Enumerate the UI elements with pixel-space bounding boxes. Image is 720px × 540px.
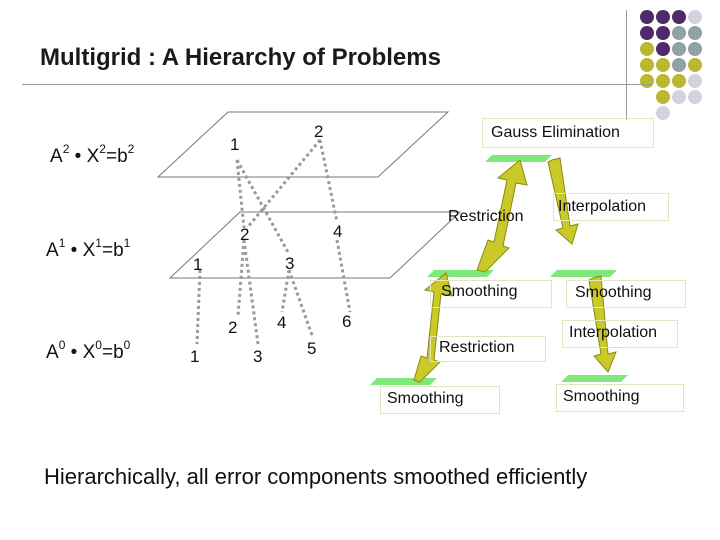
- arrow-restriction-lower: [413, 272, 453, 383]
- decorative-dot: [640, 58, 654, 72]
- grid-top-node-2: 2: [314, 122, 324, 141]
- decorative-dot: [656, 26, 670, 40]
- grid-top-node-1: 1: [230, 135, 240, 154]
- decorative-dot: [688, 26, 702, 40]
- grid-middle-node-4: 4: [333, 222, 343, 241]
- connector-mid1-bot1: [195, 269, 202, 345]
- equation-level-1: A1 • X1=b1: [46, 236, 131, 261]
- grid-middle-node-3: 3: [285, 254, 295, 273]
- grid-bottom-node-1: 1: [190, 347, 200, 366]
- connector-mid2-bot2: [236, 239, 246, 317]
- decorative-dot: [656, 10, 670, 24]
- decorative-dot: [640, 10, 654, 24]
- decorative-dot: [672, 58, 686, 72]
- decorative-dot: [672, 10, 686, 24]
- connector-top2-mid2: [245, 139, 322, 229]
- grid-plane-top: [156, 111, 450, 178]
- slide-title: Multigrid : A Hierarchy of Problems: [40, 44, 441, 71]
- decorative-dot: [688, 90, 702, 104]
- grid-bottom-node-3: 3: [253, 347, 263, 366]
- decorative-dot: [656, 42, 670, 56]
- connector-mid2-bot3: [242, 239, 260, 345]
- grid-middle-node-2: 2: [240, 225, 250, 244]
- decorative-dot: [656, 58, 670, 72]
- decorative-horizontal-line: [22, 84, 652, 85]
- connector-top2-mid4: [318, 139, 339, 223]
- equation-level-2: A2 • X2=b2: [50, 142, 135, 167]
- equation-level-0: A0 • X0=b0: [46, 338, 131, 363]
- grid-plane-middle: [168, 211, 462, 279]
- decorative-dot: [656, 106, 670, 120]
- connector-mid3-bot5: [287, 269, 315, 339]
- vcycle-arrows: [413, 157, 617, 383]
- grid-bottom-node-4: 4: [277, 313, 287, 332]
- arrow-restriction-upper: [476, 159, 528, 273]
- decorative-dot: [640, 26, 654, 40]
- label-interpolation-lower: Interpolation: [562, 320, 678, 348]
- label-smoothing-bottom-right: Smoothing: [556, 384, 684, 412]
- label-gauss-elimination: Gauss Elimination: [482, 118, 654, 148]
- grid-middle-node-1: 1: [193, 255, 203, 274]
- label-restriction-lower: Restriction: [430, 336, 546, 362]
- arrow-interpolation-lower: [588, 275, 617, 373]
- grid-bottom-node-6: 6: [342, 312, 352, 331]
- decorative-dot: [688, 74, 702, 88]
- label-smoothing-mid-left: Smoothing: [430, 280, 552, 308]
- grid-bottom-node-2: 2: [228, 318, 238, 337]
- decorative-dot: [688, 58, 702, 72]
- decorative-dot: [672, 90, 686, 104]
- label-restriction-upper: Restriction: [448, 208, 524, 225]
- plate-bottom-left: [370, 378, 437, 385]
- decorative-dot: [688, 42, 702, 56]
- decorative-dot: [672, 26, 686, 40]
- connector-top1-mid2: [235, 159, 246, 229]
- label-interpolation-upper: Interpolation: [553, 193, 669, 221]
- label-smoothing-bottom-left: Smoothing: [380, 386, 500, 414]
- connector-mid4-bot6: [335, 239, 352, 313]
- dotted-connectors: [195, 139, 352, 345]
- plate-mid-right: [550, 270, 617, 277]
- arrow-interpolation-upper: [547, 157, 579, 245]
- grid-bottom-node-5: 5: [307, 339, 317, 358]
- connector-mid3-bot4: [280, 269, 291, 313]
- caption: Hierarchically, all error components smo…: [44, 464, 588, 489]
- decorative-dot: [672, 42, 686, 56]
- decorative-dot: [688, 10, 702, 24]
- label-smoothing-mid-right: Smoothing: [566, 280, 686, 308]
- decorative-dot: [656, 74, 670, 88]
- decorative-dot: [640, 42, 654, 56]
- decorative-vertical-line: [626, 10, 627, 120]
- plate-bottom-right: [561, 375, 628, 382]
- decorative-dot: [656, 90, 670, 104]
- decorative-dot: [672, 74, 686, 88]
- plate-top: [485, 155, 552, 162]
